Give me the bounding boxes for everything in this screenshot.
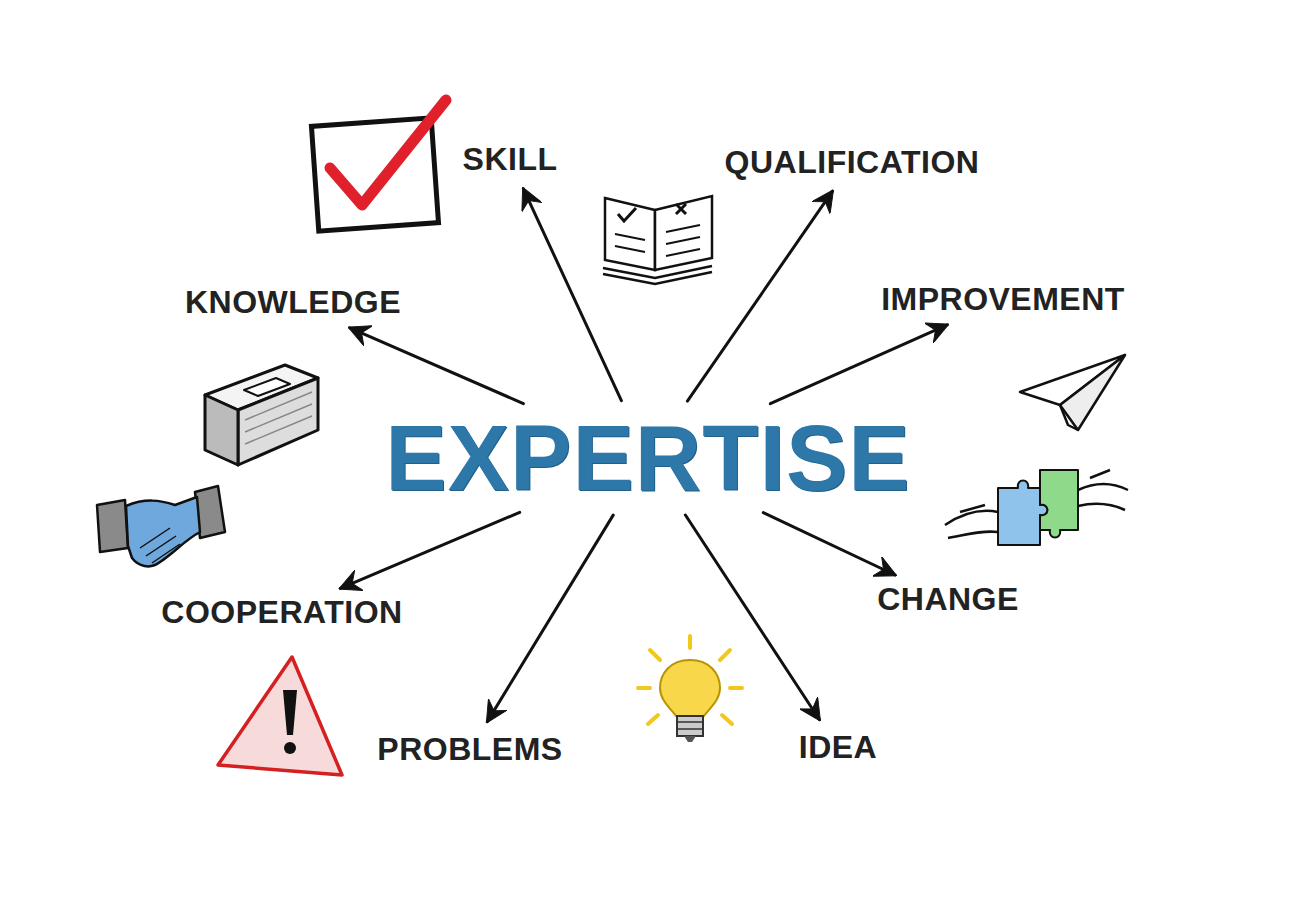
page-stack [603, 272, 712, 284]
page-lines [615, 225, 700, 256]
keyword-node: IDEA [791, 726, 885, 769]
document-icon [603, 196, 712, 284]
clasped-hands [126, 497, 200, 566]
page-check [618, 208, 636, 221]
keyword-label: COOPERATION [161, 595, 402, 630]
keyword-node: IMPROVEMENT [873, 278, 1133, 321]
plane-body [1060, 355, 1125, 430]
warning-triangle [218, 657, 342, 775]
book-pages [238, 378, 318, 465]
right-page [655, 196, 712, 270]
finger-lines [140, 528, 180, 563]
lightbulb-icon [638, 636, 742, 742]
keyword-label: QUALIFICATION [725, 145, 980, 180]
light-rays [638, 636, 742, 724]
keyword-label: PROBLEMS [377, 732, 562, 767]
warning-icon [218, 657, 342, 775]
keyword-label: IMPROVEMENT [881, 282, 1125, 317]
handshake-icon [97, 486, 225, 566]
keyword-label: CHANGE [877, 582, 1019, 617]
plane-fold [1060, 405, 1078, 430]
green-puzzle-piece [1040, 470, 1078, 538]
check-mark [330, 100, 446, 205]
keyword-node: COOPERATION [153, 591, 410, 634]
bulb-base [677, 716, 703, 736]
keyword-label: KNOWLEDGE [185, 285, 401, 320]
book-spine [205, 395, 238, 465]
radial-arrow [687, 191, 832, 401]
bulb-tip [684, 736, 696, 742]
puzzle-icon [945, 470, 1128, 545]
central-title: EXPERTISE [385, 412, 910, 504]
radial-arrow [523, 189, 621, 401]
page-hatching [245, 392, 312, 444]
keyword-node: KNOWLEDGE [177, 281, 409, 324]
keyword-node: CHANGE [869, 578, 1027, 621]
keyword-label: SKILL [463, 142, 558, 177]
page-cross [676, 204, 686, 214]
right-hand [1078, 470, 1128, 510]
left-hand [945, 505, 998, 538]
keyword-node: SKILL [455, 138, 566, 181]
radial-arrow [350, 328, 524, 404]
central-keyword: EXPERTISE [375, 406, 920, 510]
bulb-glass [660, 660, 720, 716]
radial-arrow [340, 512, 519, 588]
radial-arrow [487, 515, 613, 722]
exclamation-dot [284, 742, 296, 754]
bulb-thread [677, 722, 703, 729]
radial-arrow [763, 513, 895, 575]
left-sleeve [97, 500, 128, 552]
paper-plane-icon [1020, 355, 1125, 430]
keyword-node: QUALIFICATION [717, 141, 988, 184]
left-page [605, 198, 655, 270]
keyword-label: IDEA [799, 730, 877, 765]
checkbox-icon [311, 100, 446, 231]
radial-arrow [770, 325, 947, 404]
radial-arrow [685, 515, 819, 720]
exclamation-bar [283, 690, 297, 735]
book-icon [205, 365, 318, 465]
keyword-node: PROBLEMS [369, 728, 570, 771]
book-label [244, 378, 290, 396]
